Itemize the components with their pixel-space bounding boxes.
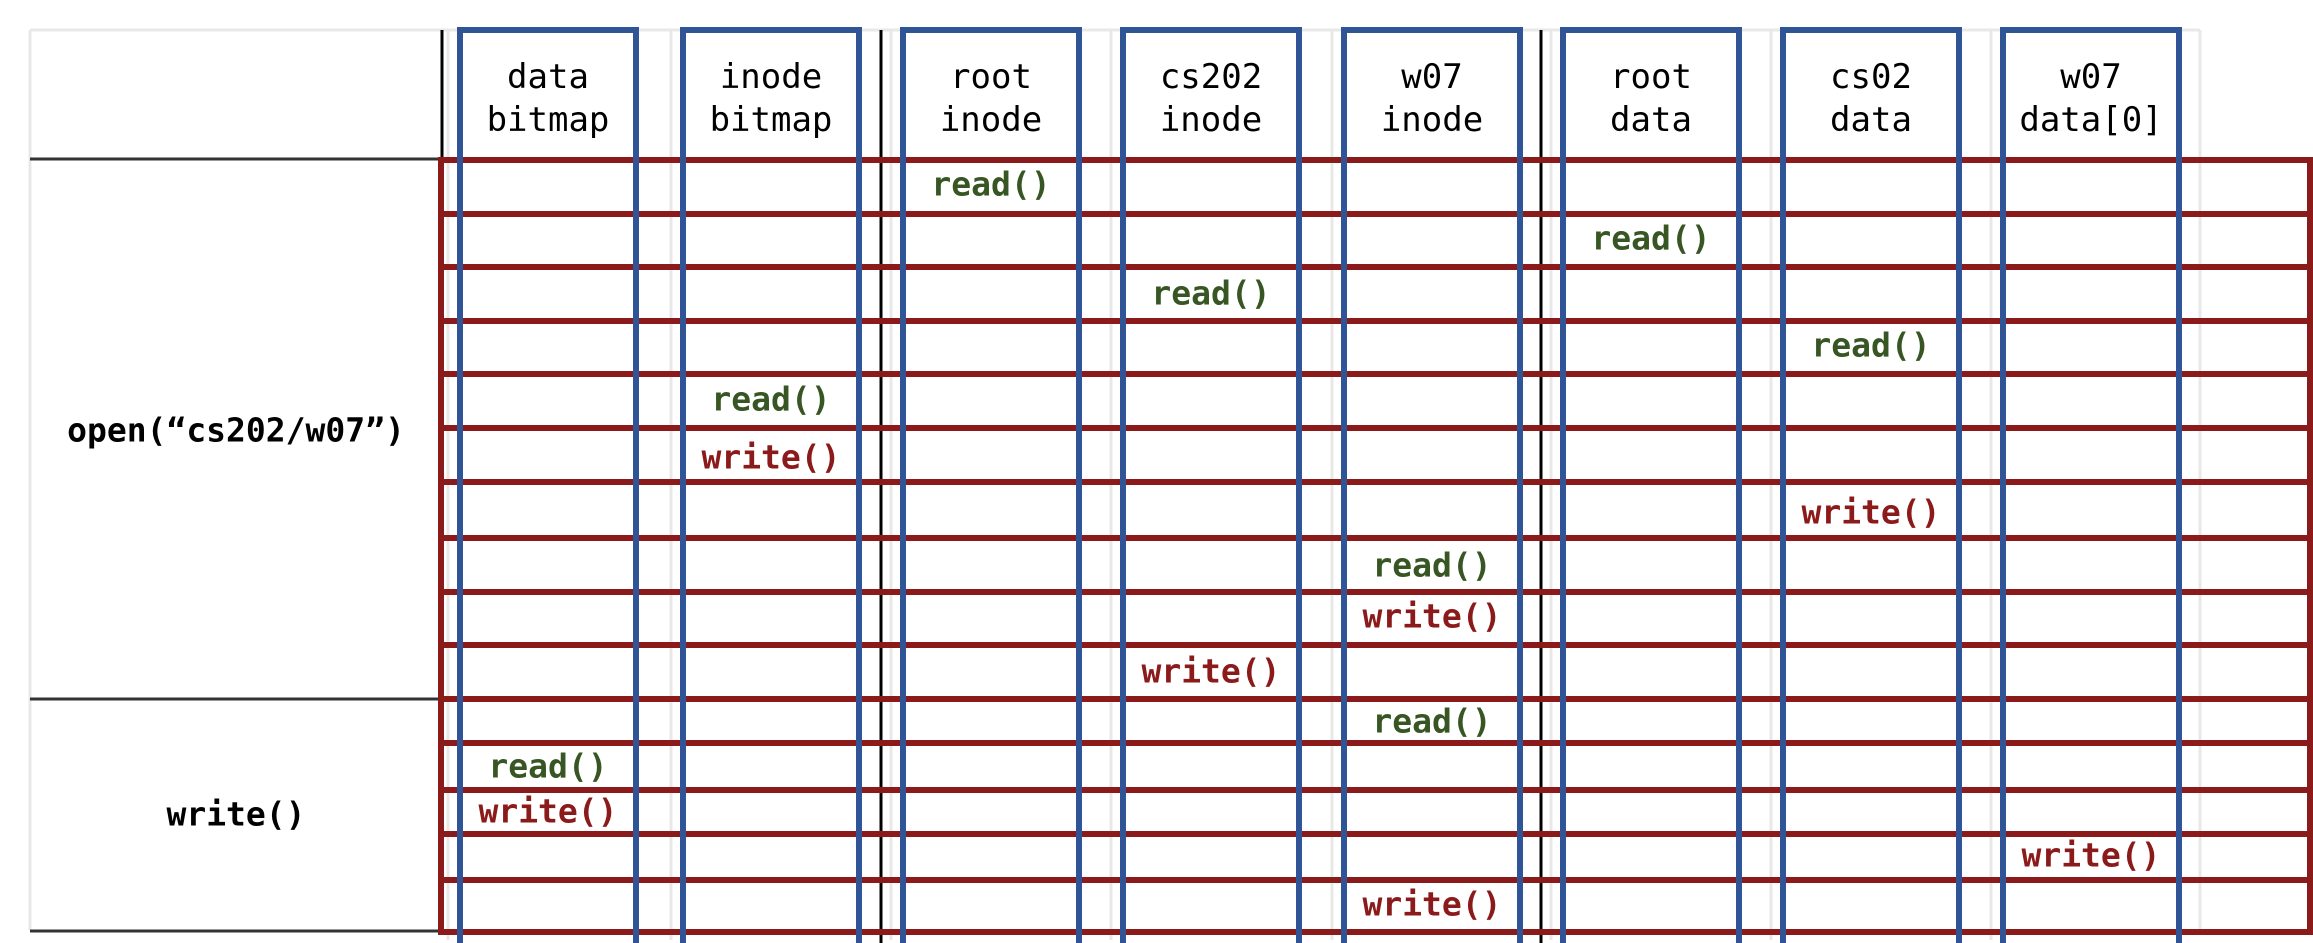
column-header-line2: inode [1160, 100, 1262, 140]
operation-row-outline [438, 787, 2313, 837]
column-outline [680, 27, 862, 943]
write-operation: write() [1362, 597, 1501, 636]
operation-row-outline [438, 264, 2313, 324]
column-header-line2: bitmap [710, 100, 833, 140]
column-header-line1: root [950, 57, 1032, 97]
column-outline [900, 27, 1082, 943]
operation-rows [438, 157, 2313, 935]
column-outline [457, 27, 639, 943]
column-header-line1: w07 [1401, 57, 1462, 97]
dividers [30, 30, 2200, 943]
group-label: open(“cs202/w07”) [67, 411, 405, 450]
row-group-labels: open(“cs202/w07”) write() [67, 411, 405, 834]
operation-row-outline [438, 740, 2313, 793]
read-operation: read() [1591, 219, 1710, 258]
column-header-line2: bitmap [487, 100, 610, 140]
column-outline [1560, 27, 1742, 943]
column-outline [1780, 27, 1962, 943]
read-operation: read() [1372, 702, 1491, 741]
operation-row-outline [438, 318, 2313, 377]
operation-row-outline [438, 479, 2313, 541]
operation-row-outline [438, 211, 2313, 270]
column-header-line2: data [1830, 100, 1912, 140]
write-operation: write() [701, 438, 840, 477]
read-operation: read() [711, 380, 830, 419]
operations: read() read() read() read() read() write() wri… [478, 165, 2160, 924]
read-operation: read() [488, 747, 607, 786]
column-outline [2000, 27, 2182, 943]
operation-row-outline [438, 877, 2313, 935]
column-headers: databitmapinodebitmaprootinodecs202inode… [487, 57, 2163, 140]
column-outline [1341, 27, 1523, 943]
column-header-line2: data[0] [2019, 100, 2162, 140]
read-operation: read() [931, 165, 1050, 204]
column-header-line1: data [507, 57, 589, 97]
column-outlines [457, 27, 2182, 943]
column-header-line2: inode [1381, 100, 1483, 140]
column-header-line1: cs02 [1830, 57, 1912, 97]
write-operation: write() [1141, 652, 1280, 691]
read-operation: read() [1151, 274, 1270, 313]
column-outline [1120, 27, 1302, 943]
operation-row-outline [438, 157, 2313, 217]
column-header-line1: inode [720, 57, 822, 97]
group-label: write() [166, 795, 305, 834]
write-operation: write() [1801, 493, 1940, 532]
read-operation: read() [1811, 326, 1930, 365]
read-operation: read() [1372, 546, 1491, 585]
write-operation: write() [478, 792, 617, 831]
column-header-line1: root [1610, 57, 1692, 97]
operation-row-outline [438, 642, 2313, 702]
write-operation: write() [2021, 836, 2160, 875]
column-header-line1: w07 [2060, 57, 2121, 97]
column-header-line1: cs202 [1160, 57, 1262, 97]
column-header-line2: data [1610, 100, 1692, 140]
write-operation: write() [1362, 885, 1501, 924]
column-header-line2: inode [940, 100, 1042, 140]
